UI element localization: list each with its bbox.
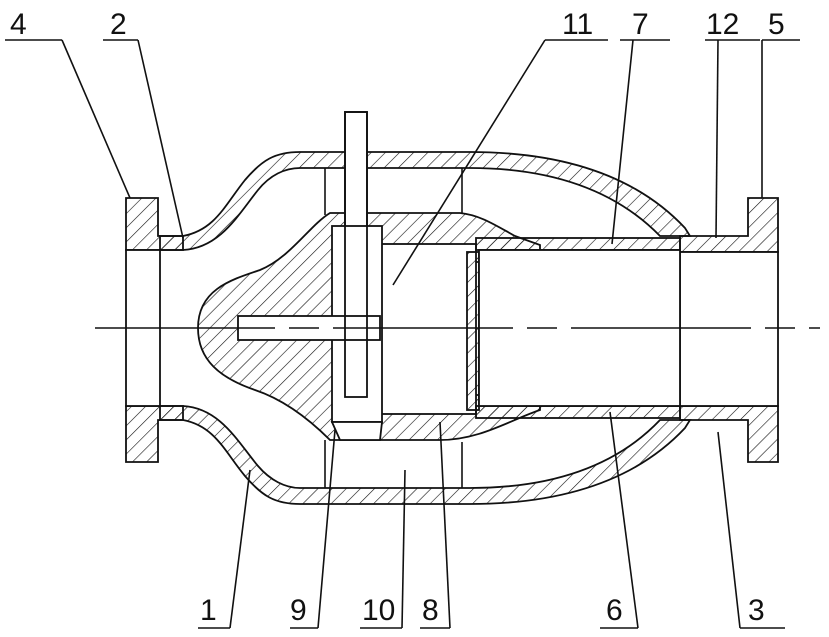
stem-foot	[330, 421, 384, 441]
leader-11	[392, 39, 546, 286]
leader-10	[401, 469, 406, 629]
label-11: 11	[562, 8, 593, 41]
right-flange	[679, 197, 779, 253]
label-6: 6	[606, 594, 623, 627]
label-4: 4	[10, 8, 27, 41]
leader-1	[229, 469, 251, 629]
label-1: 1	[200, 594, 217, 627]
label-8: 8	[422, 594, 439, 627]
leader-8	[439, 421, 451, 629]
label-5: 5	[768, 8, 785, 41]
label-9: 9	[290, 594, 307, 627]
right-flange-bottom	[679, 405, 779, 463]
label-7: 7	[632, 8, 649, 41]
left-flange-bottom	[125, 405, 184, 463]
stem-over	[344, 111, 368, 398]
leader-12	[715, 39, 719, 239]
pipe-bottom-wall	[475, 405, 681, 419]
pipe-top-wall	[475, 237, 681, 251]
leader-6	[609, 411, 639, 629]
leader-3	[717, 431, 741, 629]
valve-seat-cavity	[379, 243, 477, 415]
valve-disc	[466, 251, 480, 411]
leader-7	[611, 39, 634, 245]
right-bore	[679, 251, 779, 407]
leader-9	[317, 429, 336, 629]
left-flange	[125, 197, 184, 251]
label-10: 10	[362, 594, 395, 627]
leader-2	[137, 39, 184, 239]
label-12: 12	[706, 8, 739, 41]
label-3: 3	[748, 594, 765, 627]
leader-4	[61, 39, 131, 199]
label-2: 2	[110, 8, 127, 41]
